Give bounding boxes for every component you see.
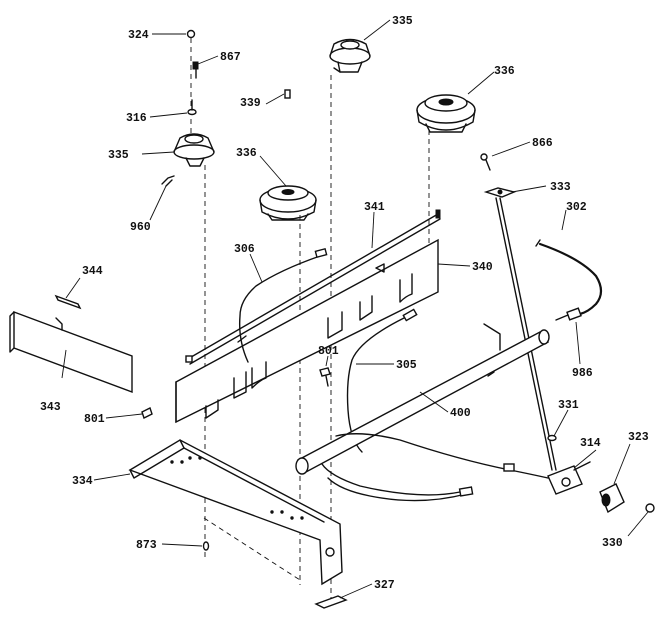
pin-873: [202, 541, 210, 551]
callout-333: 333: [550, 181, 571, 194]
washer-330: [645, 503, 655, 513]
callout-336-center: 336: [236, 147, 257, 160]
callout-306: 306: [234, 243, 255, 256]
panel-340: [175, 238, 439, 424]
callout-986: 986: [572, 367, 593, 380]
bracket-327: [314, 595, 348, 609]
screw-867: [192, 61, 199, 79]
spring-clip-960: [161, 175, 175, 187]
callout-302: 302: [566, 201, 587, 214]
gas-line-rod: [495, 197, 557, 471]
callout-340: 340: [472, 261, 493, 274]
heat-shield-343: [9, 310, 133, 394]
fitting-986: [555, 307, 582, 321]
callout-324: 324: [128, 29, 149, 42]
callout-344: 344: [82, 265, 103, 278]
callout-305: 305: [396, 359, 417, 372]
callout-341: 341: [364, 201, 385, 214]
screw-339: [284, 89, 291, 99]
tube-302: [535, 239, 603, 316]
callout-960: 960: [130, 221, 151, 234]
burner-335-top: [329, 38, 371, 73]
callout-339: 339: [240, 97, 261, 110]
washer-316: [187, 99, 197, 116]
burner-335-left: [173, 133, 215, 167]
callout-331: 331: [558, 399, 579, 412]
manifold-400: [295, 323, 550, 475]
callout-labels: 324 867 316 335 960 335 336 336 339 866 …: [40, 15, 649, 592]
fitting-331: [547, 434, 557, 442]
callout-336-right: 336: [494, 65, 515, 78]
callout-801-left: 801: [84, 413, 105, 426]
callout-330: 330: [602, 537, 623, 550]
screw-866: [480, 153, 491, 171]
callout-323: 323: [628, 431, 649, 444]
callout-866: 866: [532, 137, 553, 150]
callout-400: 400: [450, 407, 471, 420]
wire-harness: [321, 433, 549, 502]
tube-306: [238, 247, 328, 363]
callout-873: 873: [136, 539, 157, 552]
leader-lines: [61, 19, 649, 599]
knob-323: [599, 483, 625, 514]
valve-314: [547, 461, 591, 495]
nut-324: [186, 29, 196, 39]
callout-801-center: 801: [318, 345, 339, 358]
callout-343: 343: [40, 401, 61, 414]
callout-314: 314: [580, 437, 601, 450]
screw-801-left: [141, 407, 153, 419]
callout-334: 334: [72, 475, 93, 488]
burner-336-right: [416, 94, 476, 133]
callout-327: 327: [374, 579, 395, 592]
callout-335-left: 335: [108, 149, 129, 162]
screw-801-center: [319, 367, 331, 387]
bracket-333: [483, 187, 517, 198]
callout-867: 867: [220, 51, 241, 64]
callout-335-top: 335: [392, 15, 413, 28]
burner-336-center: [259, 185, 317, 221]
callout-316: 316: [126, 112, 147, 125]
burner-base-334: [128, 439, 343, 586]
rail-341: [185, 209, 441, 365]
bracket-344: [54, 294, 82, 310]
